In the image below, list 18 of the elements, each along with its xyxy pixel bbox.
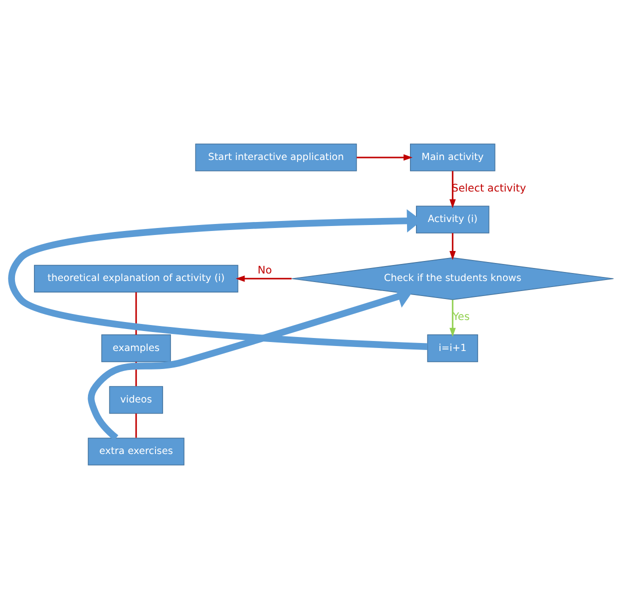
arrow [449,170,456,208]
connector [135,413,137,438]
arrow [236,275,292,282]
connector [135,292,137,334]
arrow [449,299,456,336]
node-box: Start interactive application [195,143,357,171]
node-diamond: Check if the students knows [291,256,614,300]
arrow [8,208,428,350]
node-box: Activity (i) [416,205,490,233]
node-box: extra exercises [88,437,184,465]
node-box: theoretical explanation of activity (i) [34,264,238,292]
node-box: examples [101,334,171,362]
arrow [449,232,456,260]
edge-label: No [258,264,272,276]
node-box: Main activity [410,143,496,171]
node-box: i=i+1 [427,334,478,362]
arrow [356,154,413,160]
node-box: videos [109,386,164,414]
